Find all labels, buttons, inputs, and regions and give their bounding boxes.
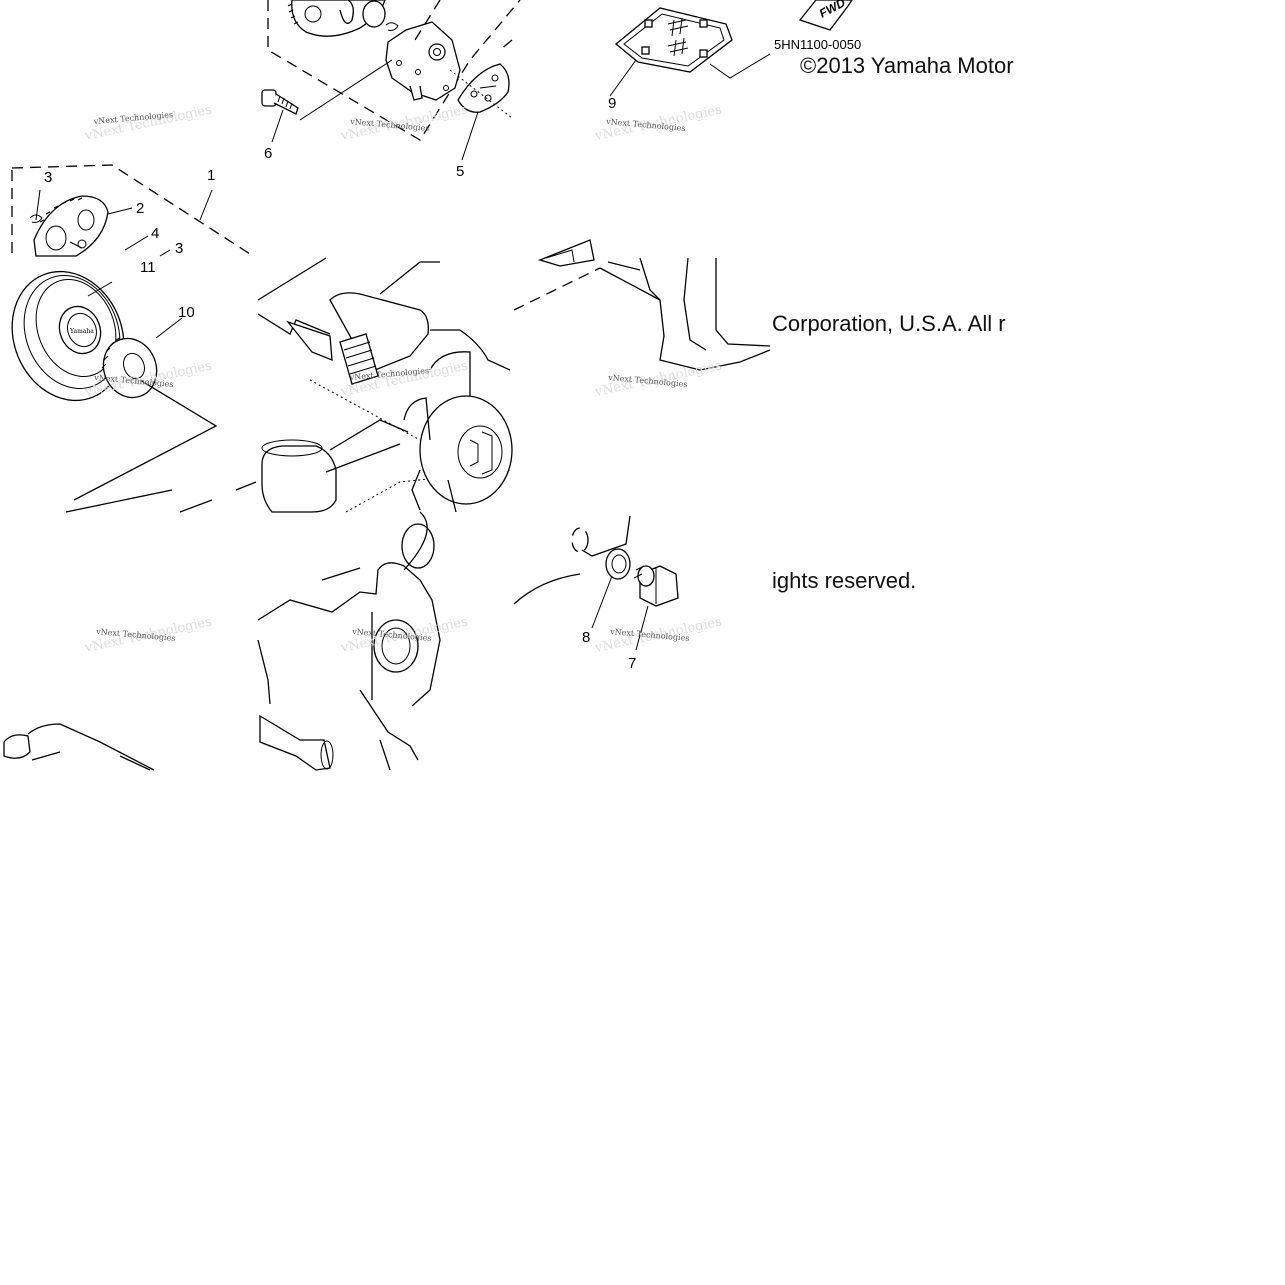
callouts: 6 5 9 1 3 2 4 3 11 10 8 7 <box>44 95 636 672</box>
drive-gear <box>33 195 109 257</box>
drain-bolt <box>633 565 679 607</box>
oil-filter <box>261 439 337 513</box>
crankcase-boss <box>373 523 435 673</box>
callout-6: 6 <box>264 145 272 162</box>
output-shaft <box>259 714 334 771</box>
pulley: Yamaha <box>11 270 125 402</box>
oil-pump-tile <box>261 0 521 161</box>
callout-8: 8 <box>582 629 590 646</box>
callout-2: 2 <box>136 200 144 217</box>
pump-body <box>385 21 461 101</box>
pump-cover <box>419 395 513 505</box>
diagram-code: 5HN1100-0050 <box>774 37 862 52</box>
callout-3b: 3 <box>175 240 183 257</box>
clip <box>385 22 399 31</box>
bracket-tile <box>3 723 155 771</box>
callout-11: 11 <box>140 259 156 276</box>
svg-text:Yamaha: Yamaha <box>69 328 94 335</box>
copyright-line-3: ights reserved. <box>772 568 917 593</box>
callout-10: 10 <box>178 304 195 321</box>
pulley-tile: Yamaha <box>11 270 257 513</box>
strainer-tile: FWD <box>609 0 853 97</box>
spline-shaft <box>339 333 379 385</box>
callout-5: 5 <box>456 163 464 180</box>
copyright-line-2: Corporation, U.S.A. All r <box>772 311 1006 336</box>
lower-crankcase-tile <box>257 511 441 771</box>
drain-washer <box>605 548 631 580</box>
callout-9: 9 <box>608 95 616 112</box>
drain-bolt-tile <box>513 515 679 651</box>
pump-rotor <box>287 0 386 37</box>
housing-tile <box>513 239 771 371</box>
strainer-screen <box>614 7 733 73</box>
callout-4: 4 <box>151 225 159 242</box>
pump-exploded-tile <box>11 164 251 257</box>
fwd-arrow-icon: FWD <box>798 0 853 31</box>
callout-3a: 3 <box>44 169 52 186</box>
crankcase-tile <box>257 257 513 513</box>
callout-1: 1 <box>207 167 215 184</box>
pump-gasket <box>457 63 510 113</box>
callout-7: 7 <box>628 655 636 672</box>
copyright-line-1: ©2013 Yamaha Motor <box>800 53 1014 78</box>
screw-6 <box>261 89 299 115</box>
washer <box>362 0 386 28</box>
